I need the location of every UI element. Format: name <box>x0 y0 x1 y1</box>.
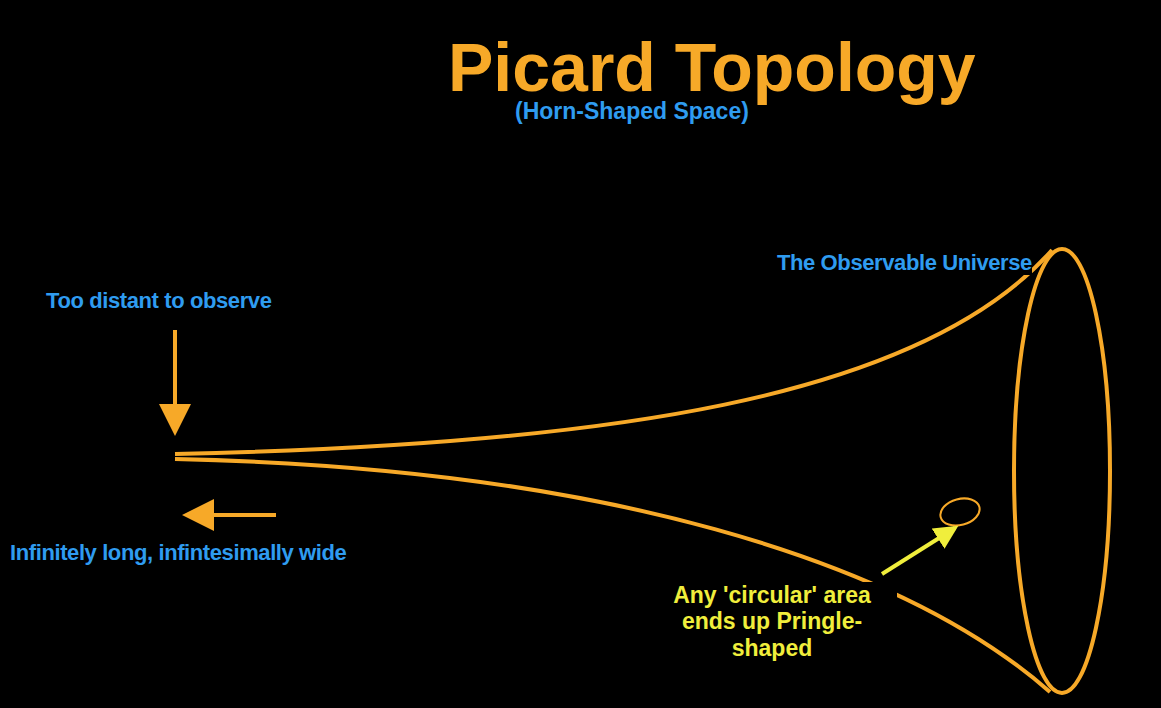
horn-upper-edge <box>175 250 1052 454</box>
down-arrow <box>173 330 177 428</box>
left-arrow <box>190 513 276 517</box>
horn-mouth-ellipse <box>1014 249 1110 693</box>
subtitle: (Horn-Shaped Space) <box>515 98 749 124</box>
horn-lower-edge <box>175 459 1050 692</box>
pointer-arrow <box>882 528 955 574</box>
diagram-title: Picard Topology <box>448 28 976 106</box>
region-label: The Observable Universe <box>777 250 1032 275</box>
pringle-area <box>937 494 982 529</box>
callout-note: Any 'circular' area ends up Pringle-shap… <box>647 582 897 661</box>
note-label: Too distant to observe <box>46 288 271 313</box>
note-label: Infinitely long, infintesimally wide <box>10 540 346 565</box>
